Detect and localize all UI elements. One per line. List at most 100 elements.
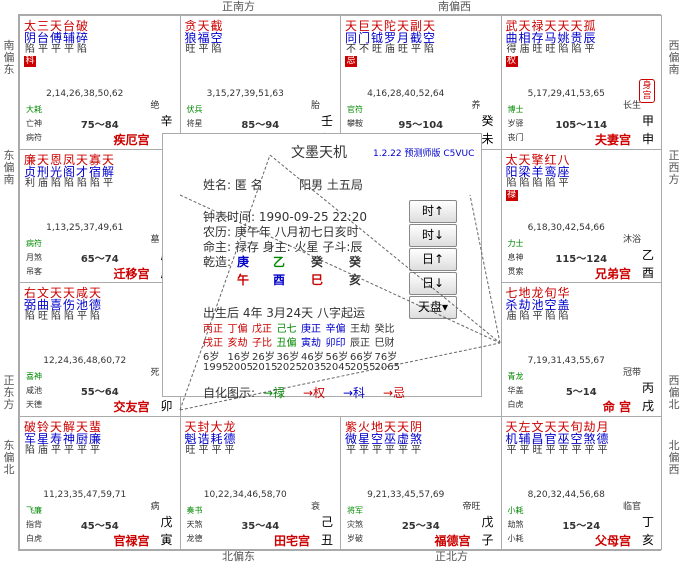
dayun-year: 1995: [203, 362, 229, 373]
age-list: 9,21,33,45,57,69: [367, 489, 445, 500]
star-brightness: 平: [385, 444, 395, 456]
star-list: 太阳陷禄天梁陷擎羊陷红鸾陷八座平: [505, 152, 570, 204]
star-char-2: 劫: [518, 298, 531, 312]
dir-bottom1: 北偏东: [222, 550, 255, 563]
star-brightness: 平: [224, 444, 235, 456]
star-char-2: 相: [518, 31, 531, 45]
star: 阴煞平: [410, 421, 422, 471]
star: 台辅平: [63, 20, 75, 70]
day-up-button[interactable]: 日↑: [409, 248, 457, 271]
changsheng: 冠带: [622, 368, 641, 378]
palace-name: 田宅宫: [273, 533, 310, 548]
dir-right3: 西偏北: [668, 374, 680, 411]
dir-bottom2: 正北方: [435, 550, 468, 563]
god-1: 喜神: [26, 372, 42, 381]
daxian-range: 85～94: [241, 120, 280, 131]
zhi: 子: [481, 532, 494, 547]
chart-type-dropdown[interactable]: 天盘▾: [409, 296, 457, 319]
nav-buttons: 时↑ 时↓ 日↑ 日↓ 天盘▾: [409, 200, 457, 319]
star-list: 紫微平火星平地空平天巫平天虚平阴煞平: [345, 421, 422, 471]
sihua-lu: →禄: [263, 386, 286, 400]
god-1: 病符: [26, 238, 42, 248]
star-char-2: 阁: [63, 164, 76, 179]
star-char-1: 地: [518, 286, 531, 300]
star-char-2: 厨: [76, 431, 89, 446]
dir-right2: 正西方: [668, 149, 680, 186]
star-brightness: 平: [506, 444, 517, 456]
gan: 丙: [641, 381, 654, 395]
gan: 戊: [160, 514, 173, 529]
star-brightness: 平: [51, 44, 61, 55]
star-char-1: 右: [24, 286, 37, 300]
changsheng: 帝旺: [462, 501, 481, 512]
daxian-range: 15～24: [562, 520, 601, 532]
ganzhi: 戊子: [481, 513, 495, 549]
zhi-1: 午: [237, 273, 250, 287]
qiyun-line: 出生后 4年 3月24天 八字起运: [203, 306, 365, 320]
ganzhi: 甲申: [641, 112, 655, 148]
star-char-1: 天: [544, 419, 557, 434]
day-down-button[interactable]: 日↓: [409, 272, 457, 295]
star-char-2: 梁: [518, 164, 531, 179]
star-char-2: 德: [223, 431, 236, 446]
star-char-1: 天: [345, 19, 358, 33]
star-brightness: 平: [545, 444, 556, 456]
star: 天喜陷: [50, 287, 62, 337]
star: 天刑庙: [37, 154, 49, 204]
app-title: 文墨天机: [291, 145, 347, 161]
star-char-1: 七: [505, 286, 518, 300]
hour-down-button[interactable]: 时↓: [409, 224, 457, 247]
dayun-gan: 己七: [276, 324, 297, 335]
star-char-2: 空: [210, 31, 223, 45]
dayun-zhi: 辰正: [350, 338, 370, 349]
dir-right4: 北偏西: [668, 439, 680, 476]
star: 天空陷: [423, 20, 435, 70]
daxian-range: 75～84: [80, 120, 119, 131]
god-1: 大耗: [26, 105, 42, 114]
star: 天傅平: [50, 20, 62, 70]
palace-cai[interactable]: 贪狼旺天福平截空陷3,15,27,39,51,63伏兵将星岁建85～94财帛宫胎…: [179, 15, 341, 150]
star-char-1: 擎: [531, 152, 544, 167]
gan-3: 癸: [311, 255, 324, 269]
sihua-ke: →科: [343, 386, 366, 400]
star: 天伤陷: [63, 287, 75, 337]
star-char-1: 劫: [583, 419, 596, 434]
star-char-1: 红: [544, 152, 557, 167]
star-brightness: 陷: [25, 44, 35, 55]
hour-up-button[interactable]: 时↑: [409, 200, 457, 223]
star-list: 天魁旺封诰平大耗平龙德平: [185, 421, 236, 471]
god-1: 官符: [347, 105, 363, 114]
gan: 壬: [320, 114, 333, 128]
star: 天巫平: [558, 421, 570, 471]
star-char-2: 姚: [557, 31, 570, 45]
star-char-1: 火: [358, 419, 371, 434]
god-2: 指背: [26, 519, 42, 529]
star: 天魁旺: [185, 421, 197, 471]
star-char-2: 碎: [76, 31, 89, 45]
god-3: 岁破: [347, 533, 363, 543]
star: 龙池平: [532, 287, 544, 337]
dayun-gan: 戊正: [252, 324, 272, 335]
star-char-2: 宿: [89, 164, 102, 179]
star-char-1: 太: [24, 19, 37, 33]
star-char-1: 铃: [37, 419, 50, 434]
star-char-2: 辰: [583, 31, 596, 45]
star-char-1: 大: [210, 419, 223, 434]
star-brightness: 平: [77, 311, 87, 322]
star-char-2: 军: [24, 431, 37, 446]
sihua-tag: 禄: [505, 189, 518, 201]
star-char-1: 天: [50, 419, 63, 434]
star: 禄存旺: [532, 20, 544, 70]
star-char-2: 福: [197, 31, 210, 45]
